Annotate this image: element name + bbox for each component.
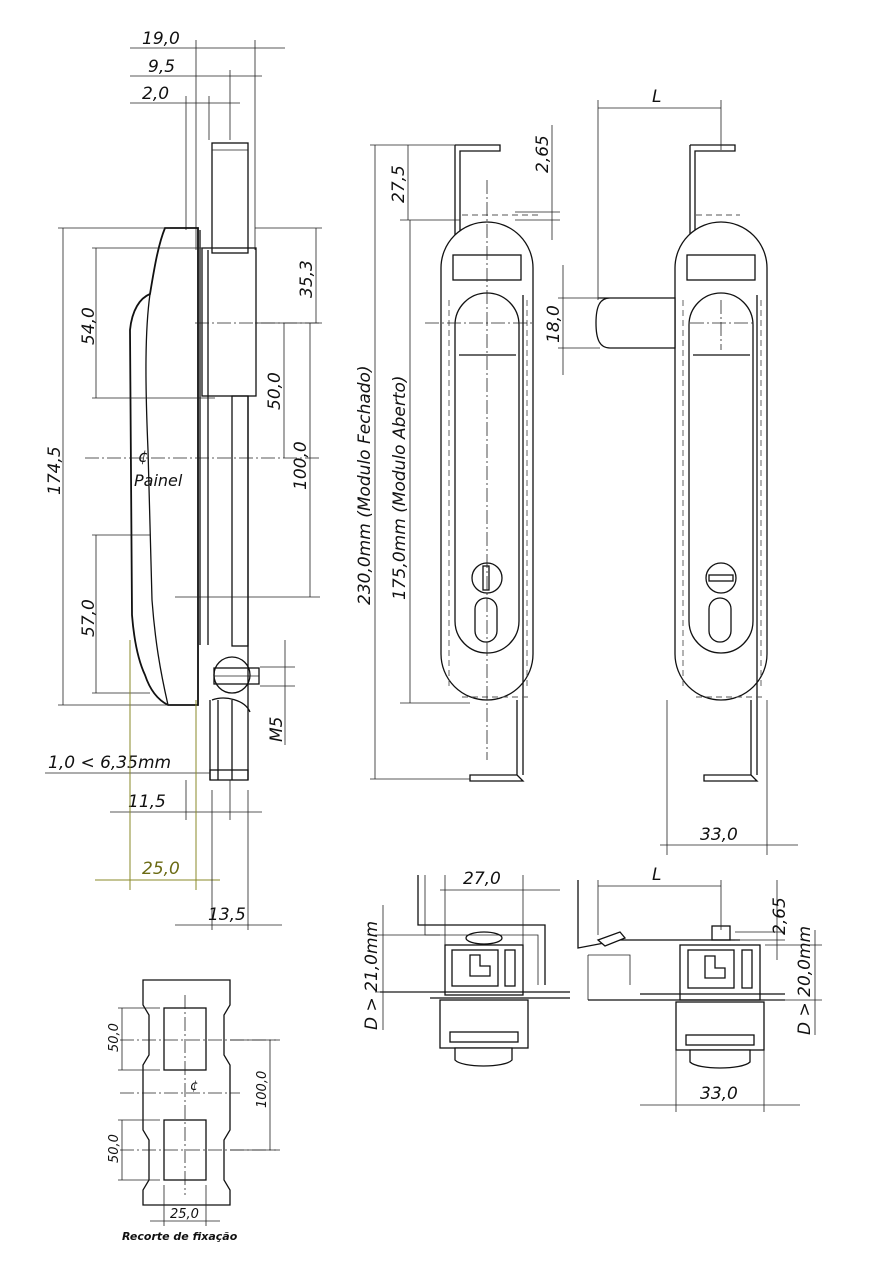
- section-view-left: 27,0 D > 21,0mm: [362, 869, 570, 1067]
- dim-33-top: 33,0: [700, 825, 738, 845]
- section-view-right: L 2,65 D > 20,0mm 33,0: [577, 865, 822, 1112]
- dim-2-65-top: 2,65: [533, 135, 553, 173]
- dim-9-5: 9,5: [148, 57, 175, 77]
- dim-11-5: 11,5: [128, 792, 166, 812]
- cutout-caption: Recorte de fixação: [122, 1230, 238, 1243]
- side-view: 19,0 9,5 2,0 174,5 54,0: [45, 29, 322, 930]
- dim-13-5: 13,5: [208, 905, 246, 925]
- cutout-view: ¢ 50,0 50,0 100,0 25,0 Recorte de fixaçã…: [107, 979, 280, 1243]
- cut-dim-50-bottom: 50,0: [107, 1134, 122, 1163]
- dim-D21: D > 21,0mm: [362, 921, 382, 1030]
- dim-2: 2,0: [142, 84, 169, 104]
- dim-2-65-bottom: 2,65: [770, 897, 790, 935]
- painel-label: Painel: [134, 471, 183, 490]
- dim-L-bottom: L: [652, 865, 661, 885]
- cut-dim-100: 100,0: [255, 1071, 270, 1108]
- dim-m5: M5: [267, 717, 287, 742]
- dim-closed-module: 230,0mm (Modulo Fechado): [355, 365, 375, 605]
- dim-54: 54,0: [79, 307, 99, 345]
- cut-centerline-symbol: ¢: [190, 1079, 198, 1094]
- dim-open-module: 175,0mm (Modulo Aberto): [390, 375, 410, 600]
- dim-27-5: 27,5: [389, 165, 409, 203]
- dim-19: 19,0: [142, 29, 180, 49]
- dim-D20: D > 20,0mm: [795, 926, 815, 1035]
- front-view-closed: 230,0mm (Modulo Fechado) 175,0mm (Modulo…: [355, 125, 560, 782]
- dim-35-3: 35,3: [297, 260, 317, 298]
- centerline-symbol: ¢: [138, 447, 148, 466]
- front-view-open: L 18,0 33,0: [544, 87, 798, 855]
- dim-50: 50,0: [265, 372, 285, 410]
- dim-57: 57,0: [79, 599, 99, 637]
- cut-dim-25: 25,0: [170, 1207, 199, 1222]
- dim-L-top: L: [652, 87, 661, 107]
- dim-174-5: 174,5: [45, 446, 65, 495]
- dim-18: 18,0: [544, 305, 564, 343]
- dim-25: 25,0: [142, 859, 180, 879]
- dim-27: 27,0: [463, 869, 501, 889]
- dim-panel-thickness: 1,0 < 6,35mm: [48, 753, 171, 773]
- dim-33-bottom: 33,0: [700, 1084, 738, 1104]
- cut-dim-50-top: 50,0: [107, 1023, 122, 1052]
- dim-100: 100,0: [291, 441, 311, 490]
